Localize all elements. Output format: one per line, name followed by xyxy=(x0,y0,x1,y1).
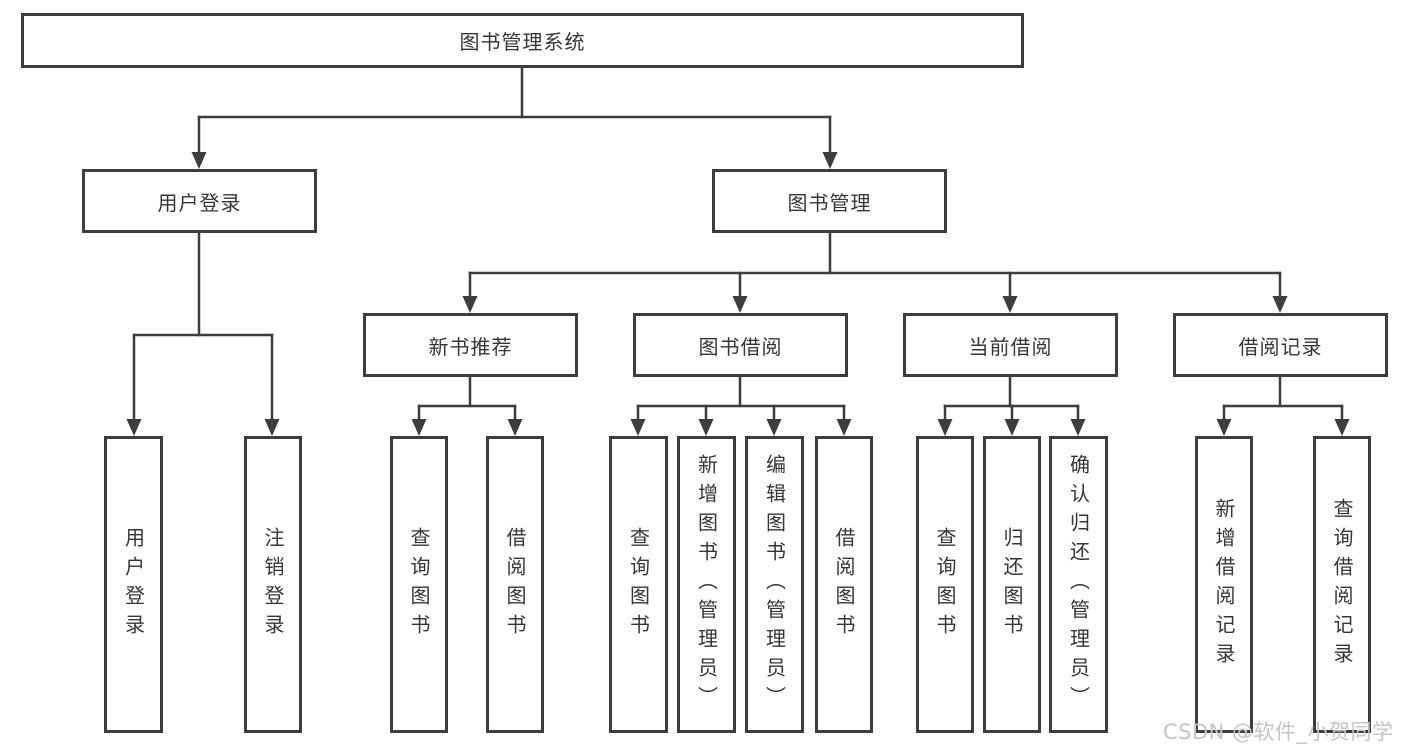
node-leaf-query-books-2: 查询图书 xyxy=(609,436,668,733)
node-current-borrow: 当前借阅 xyxy=(903,313,1118,377)
node-leaf-borrow-books-2: 借阅图书 xyxy=(815,436,873,733)
node-leaf-query-books-1: 查询图书 xyxy=(390,436,448,733)
node-leaf-edit-book-admin: 编辑图书（管理员） xyxy=(745,436,804,733)
node-user-login: 用户登录 xyxy=(82,169,317,233)
csdn-watermark: CSDN @软件_小贺同学 xyxy=(1163,720,1394,744)
node-book-management: 图书管理 xyxy=(712,169,947,233)
arrowheads xyxy=(126,152,1350,436)
node-leaf-confirm-return-admin: 确认归还（管理员） xyxy=(1049,436,1108,733)
node-new-book-recommend: 新书推荐 xyxy=(363,313,578,377)
node-leaf-query-borrow-record: 查询借阅记录 xyxy=(1313,436,1371,733)
node-leaf-user-login: 用户登录 xyxy=(104,436,163,733)
node-leaf-query-books-3: 查询图书 xyxy=(916,436,974,733)
node-root: 图书管理系统 xyxy=(21,13,1024,68)
node-leaf-logout: 注销登录 xyxy=(244,436,302,733)
node-leaf-borrow-books-1: 借阅图书 xyxy=(486,436,544,733)
node-leaf-add-book-admin: 新增图书（管理员） xyxy=(677,436,736,733)
node-leaf-add-borrow-record: 新增借阅记录 xyxy=(1195,436,1253,733)
node-leaf-return-book: 归还图书 xyxy=(983,436,1041,733)
node-borrow-records: 借阅记录 xyxy=(1173,313,1388,377)
node-book-borrow: 图书借阅 xyxy=(633,313,848,377)
